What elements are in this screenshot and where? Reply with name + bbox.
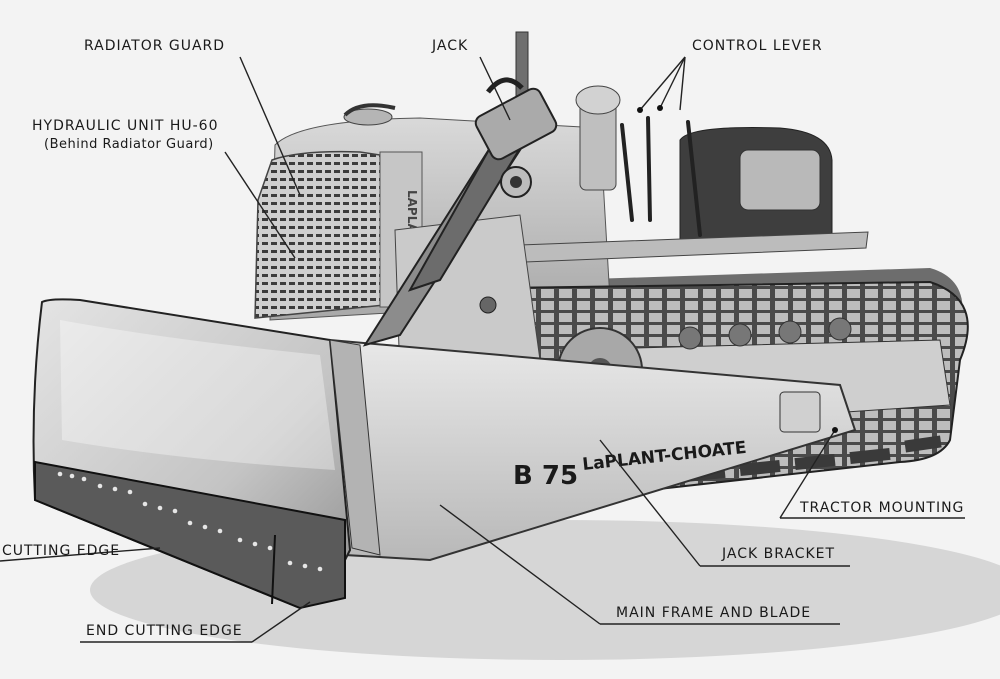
track-rollers xyxy=(678,317,852,350)
leader-end-cutting-edge-diag xyxy=(251,601,311,643)
label-radiator-guard: RADIATOR GUARD xyxy=(84,38,226,54)
hydraulic-hose xyxy=(343,103,396,117)
blade-end-plate xyxy=(329,339,381,556)
label-cutting-edge: CUTTING EDGE xyxy=(2,543,121,559)
cutting-edge-bolts xyxy=(57,471,323,572)
cutting-edge-strip xyxy=(34,460,346,610)
label-hydraulic-unit-note: (Behind Radiator Guard) xyxy=(44,137,214,152)
model-text: B 75 xyxy=(513,461,578,491)
blade-shading xyxy=(60,320,335,470)
label-hydraulic-unit: HYDRAULIC UNIT HU-60 xyxy=(32,118,219,134)
edge-joint xyxy=(271,534,276,605)
leader-hydraulic-unit xyxy=(224,151,296,259)
label-main-frame-and-blade: MAIN FRAME AND BLADE xyxy=(616,605,812,621)
hydraulic-jack xyxy=(362,77,558,347)
frame-trunnion xyxy=(779,391,821,433)
leader-cutting-edge xyxy=(0,547,161,562)
leader-control-lever-a xyxy=(639,56,686,111)
tank-cap xyxy=(343,108,393,126)
control-levers xyxy=(620,116,702,237)
label-jack-bracket: JACK BRACKET xyxy=(722,546,836,562)
bracket-bolt xyxy=(479,296,497,314)
label-jack: JACK xyxy=(432,38,469,54)
leader-dots xyxy=(637,105,838,433)
leader-radiator-guard xyxy=(239,56,301,196)
seat-cushion xyxy=(739,149,821,211)
label-tractor-mounting: TRACTOR MOUNTING xyxy=(800,500,965,516)
leader-control-lever-b xyxy=(659,56,686,109)
leader-tractor-mounting-diag xyxy=(779,429,836,519)
air-cleaner-cap xyxy=(575,85,621,115)
leader-control-lever-c xyxy=(679,56,686,111)
leader-main-frame-diag xyxy=(439,504,601,625)
label-control-lever: CONTROL LEVER xyxy=(692,38,823,54)
leader-lines xyxy=(0,56,965,643)
label-end-cutting-edge: END CUTTING EDGE xyxy=(86,623,243,639)
leader-jack-bracket-diag xyxy=(599,439,701,567)
radiator-grille xyxy=(254,150,386,319)
leader-jack xyxy=(479,56,511,121)
